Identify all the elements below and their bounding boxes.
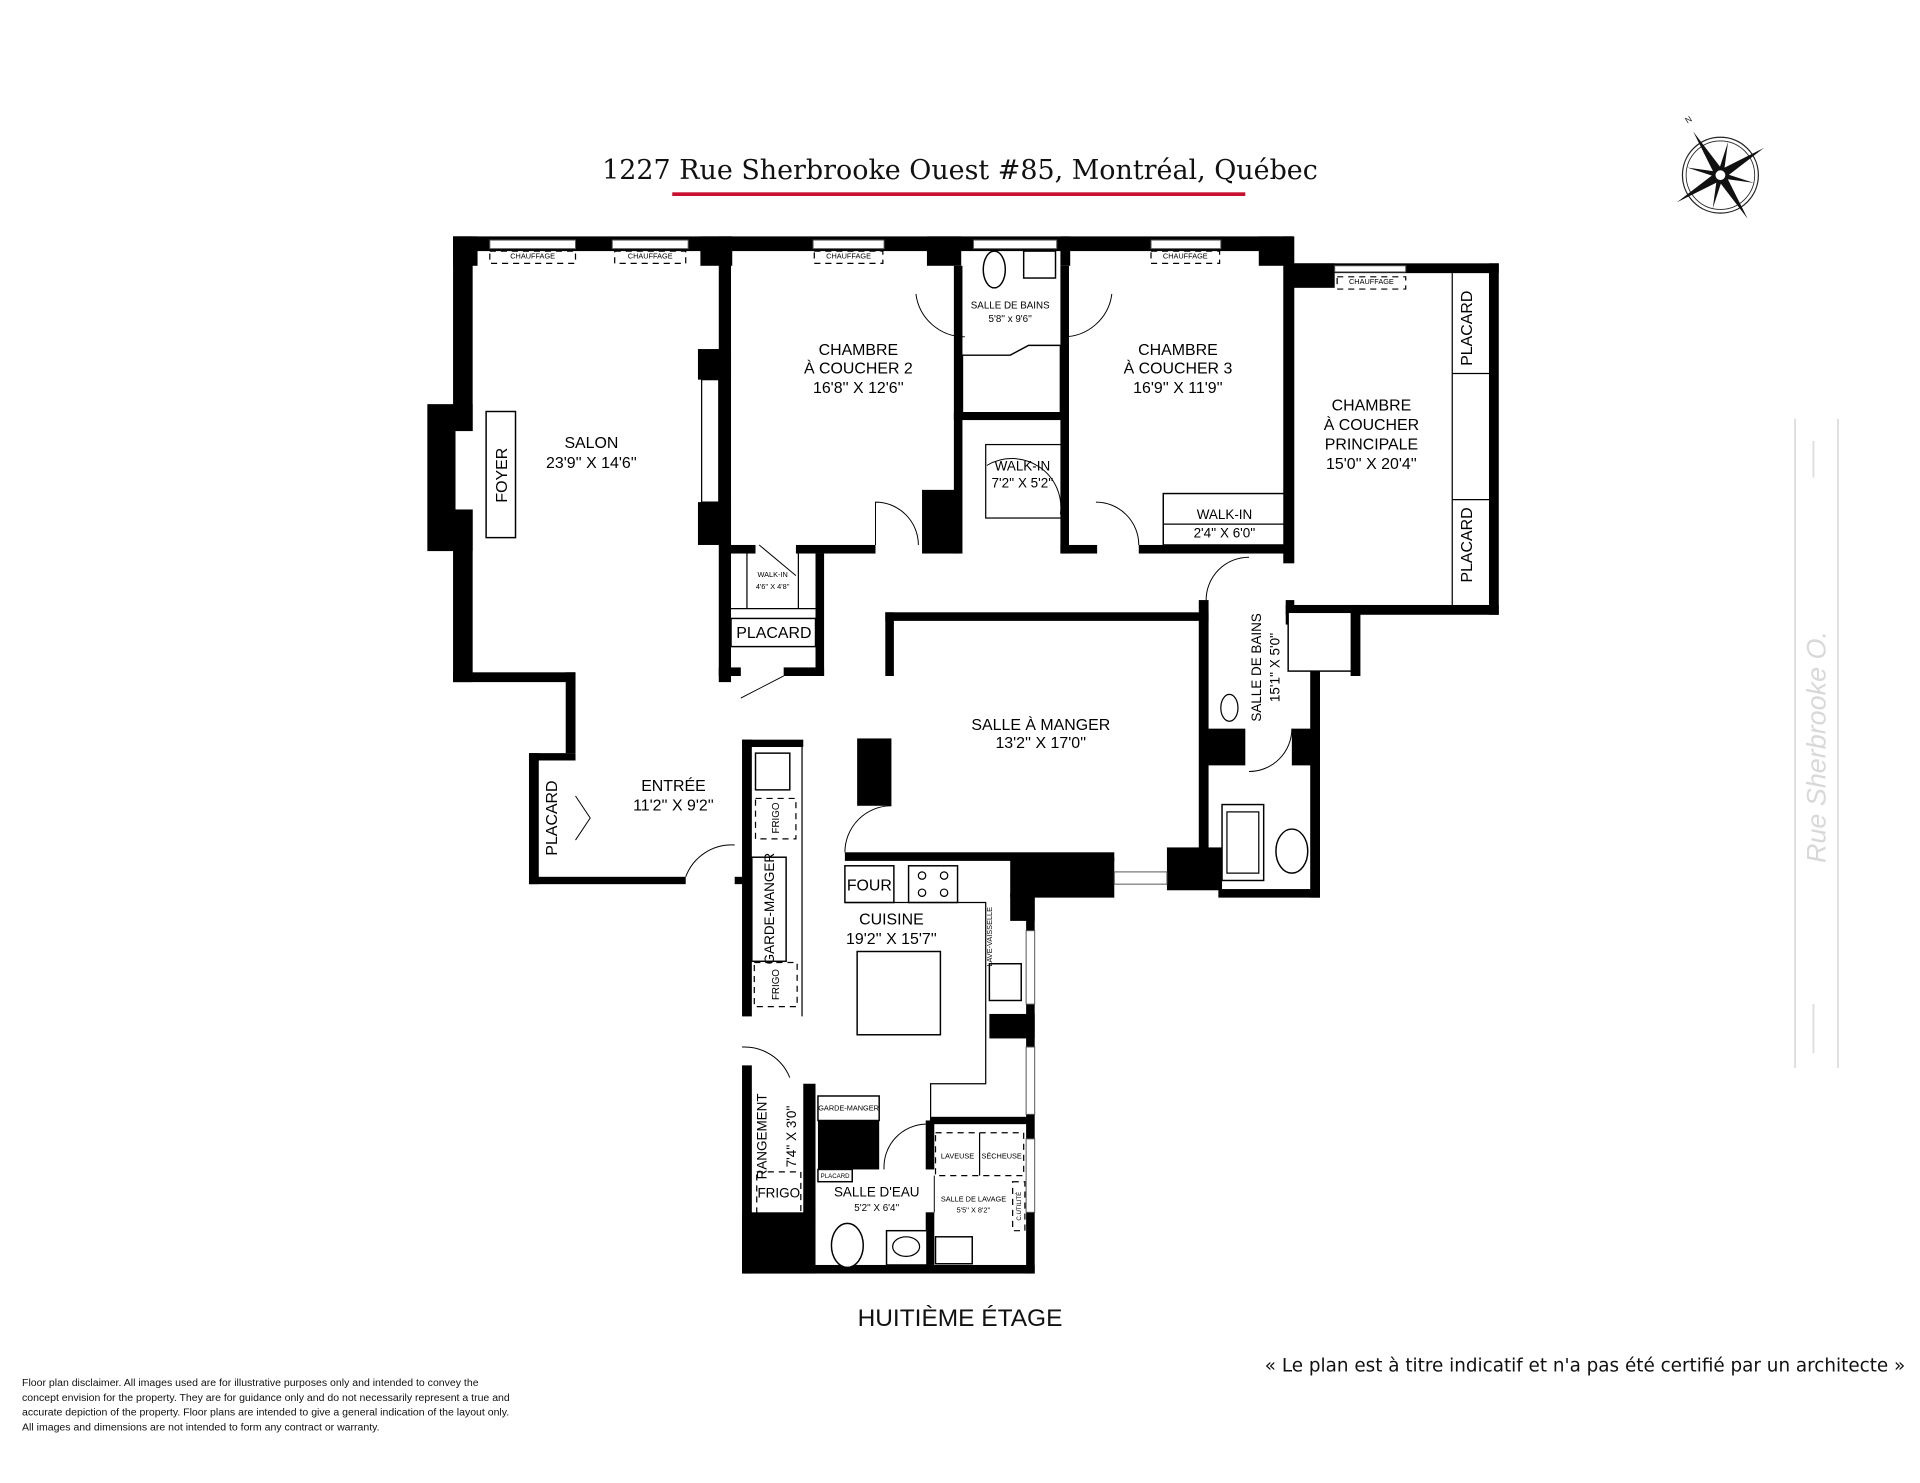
sdb2-name: SALLE DE BAINS xyxy=(1249,613,1264,721)
manger-name: SALLE À MANGER xyxy=(971,715,1110,734)
chauffage-label: CHAUFFAGE xyxy=(510,251,555,260)
sink-icon xyxy=(1022,250,1057,279)
principale-name-2: À COUCHER xyxy=(1324,415,1419,434)
placard-label: PLACARD xyxy=(1459,507,1476,582)
disclaimer-fr: « Le plan est à titre indicatif et n'a p… xyxy=(1265,1356,1906,1377)
title-underline xyxy=(672,192,1246,196)
walkin1-dims: 7'2'' X 5'2'' xyxy=(992,475,1054,490)
entree-name: ENTRÉE xyxy=(641,776,706,795)
doors xyxy=(575,293,1293,1213)
sdb1-dims: 5'8'' x 9'6'' xyxy=(989,314,1032,325)
garde-manger-label: GARDE-MANGER xyxy=(762,853,777,965)
chauffage-label: CHAUFFAGE xyxy=(1349,277,1394,286)
rangement-name: RANGEMENT xyxy=(755,1093,770,1179)
four-label: FOUR xyxy=(847,877,892,894)
frigo-label: FRIGO xyxy=(771,802,782,833)
chauffage-labels: CHAUFFAGE CHAUFFAGE CHAUFFAGE CHAUFFAGE … xyxy=(489,250,1407,290)
disclaimer-en: Floor plan disclaimer. All images used a… xyxy=(22,1377,510,1433)
windows xyxy=(489,239,1407,1213)
principale-name-3: PRINCIPALE xyxy=(1325,436,1418,453)
laveuse-label: LAVEUSE xyxy=(941,1151,974,1160)
salon-dims: 23'9'' X 14'6'' xyxy=(546,455,637,472)
street-label: Rue Sherbrooke O. xyxy=(1802,631,1832,863)
placard-label: PLACARD xyxy=(821,1173,850,1180)
compass-rose-icon: N xyxy=(1676,114,1765,219)
chauffage-label: CHAUFFAGE xyxy=(1163,251,1208,260)
sdb1-name: SALLE DE BAINS xyxy=(971,301,1050,312)
salle-eau-name: SALLE D'EAU xyxy=(834,1184,920,1199)
page-title: 1227 Rue Sherbrooke Ouest #85, Montréal,… xyxy=(602,155,1318,186)
compass-north-label: N xyxy=(1683,114,1694,126)
lave-vaisselle-label: LAVE-VAISSELLE xyxy=(985,907,994,967)
principale-name-1: CHAMBRE xyxy=(1332,397,1412,414)
walkin2-dims: 2'4'' X 6'0'' xyxy=(1194,526,1256,541)
chauffage-label: CHAUFFAGE xyxy=(628,251,673,260)
toilet-icon xyxy=(982,250,1007,289)
placard-label: PLACARD xyxy=(1459,291,1476,366)
secheuse-label: SÉCHEUSE xyxy=(981,1151,1021,1160)
placard-label: PLACARD xyxy=(736,625,811,642)
shower-icon xyxy=(961,344,1062,414)
disclaimer-line: concept envision for the property. They … xyxy=(22,1392,510,1404)
lavage-name: SALLE DE LAVAGE xyxy=(941,1194,1006,1203)
chauffage-label: CHAUFFAGE xyxy=(826,251,871,260)
level-label: HUITIÈME ÉTAGE xyxy=(858,1305,1063,1332)
lavage-dims: 5'5'' X 8'2'' xyxy=(957,1205,991,1214)
placard-label: PLACARD xyxy=(544,780,561,855)
chambre3-name-1: CHAMBRE xyxy=(1138,342,1218,359)
walkin3-dims: 4'6'' X 4'8'' xyxy=(756,582,790,591)
manger-dims: 13'2'' X 17'0'' xyxy=(995,735,1086,752)
chambre3-dims: 16'9'' X 11'9'' xyxy=(1133,380,1223,397)
walkin2-name: WALK-IN xyxy=(1197,507,1253,522)
principale-dims: 15'0'' X 20'4'' xyxy=(1326,456,1417,473)
disclaimer-line: Floor plan disclaimer. All images used a… xyxy=(22,1377,479,1389)
foyer-label: FOYER xyxy=(494,448,511,503)
salle-eau-dims: 5'2'' X 6'4'' xyxy=(854,1203,899,1214)
frigo-label: FRIGO xyxy=(771,969,782,1000)
street-label-group: Rue Sherbrooke O. xyxy=(1794,418,1839,1068)
chambre3-name-2: À COUCHER 3 xyxy=(1124,359,1233,378)
walkin3-name: WALK-IN xyxy=(758,570,788,579)
chambre2-name-1: CHAMBRE xyxy=(819,342,899,359)
rangement-dims: 7'4'' X 3'0'' xyxy=(784,1105,799,1167)
garde-manger-label: GARDE-MANGER xyxy=(818,1104,879,1113)
cuisine-dims: 19'2'' X 15'7'' xyxy=(846,931,937,948)
salon-name: SALON xyxy=(564,435,618,452)
sdb2-dims: 15'1'' X 5'0'' xyxy=(1268,633,1283,702)
entree-dims: 11'2'' X 9'2'' xyxy=(633,798,714,815)
frigo-label: FRIGO xyxy=(757,1186,800,1201)
walkin1-name: WALK-IN xyxy=(995,458,1051,473)
cuisine-name: CUISINE xyxy=(859,912,924,929)
disclaimer-line: accurate depiction of the property. Floo… xyxy=(22,1407,509,1419)
chambre2-dims: 16'8'' X 12'6'' xyxy=(813,380,904,397)
utilite-label: C.UTILITÉ xyxy=(1016,1192,1023,1221)
room-labels: FOYER SALON 23'9'' X 14'6'' CHAMBRE À CO… xyxy=(485,291,1476,1221)
chambre2-name-2: À COUCHER 2 xyxy=(804,359,913,378)
disclaimer-line: All images and dimensions are not intend… xyxy=(22,1421,380,1433)
